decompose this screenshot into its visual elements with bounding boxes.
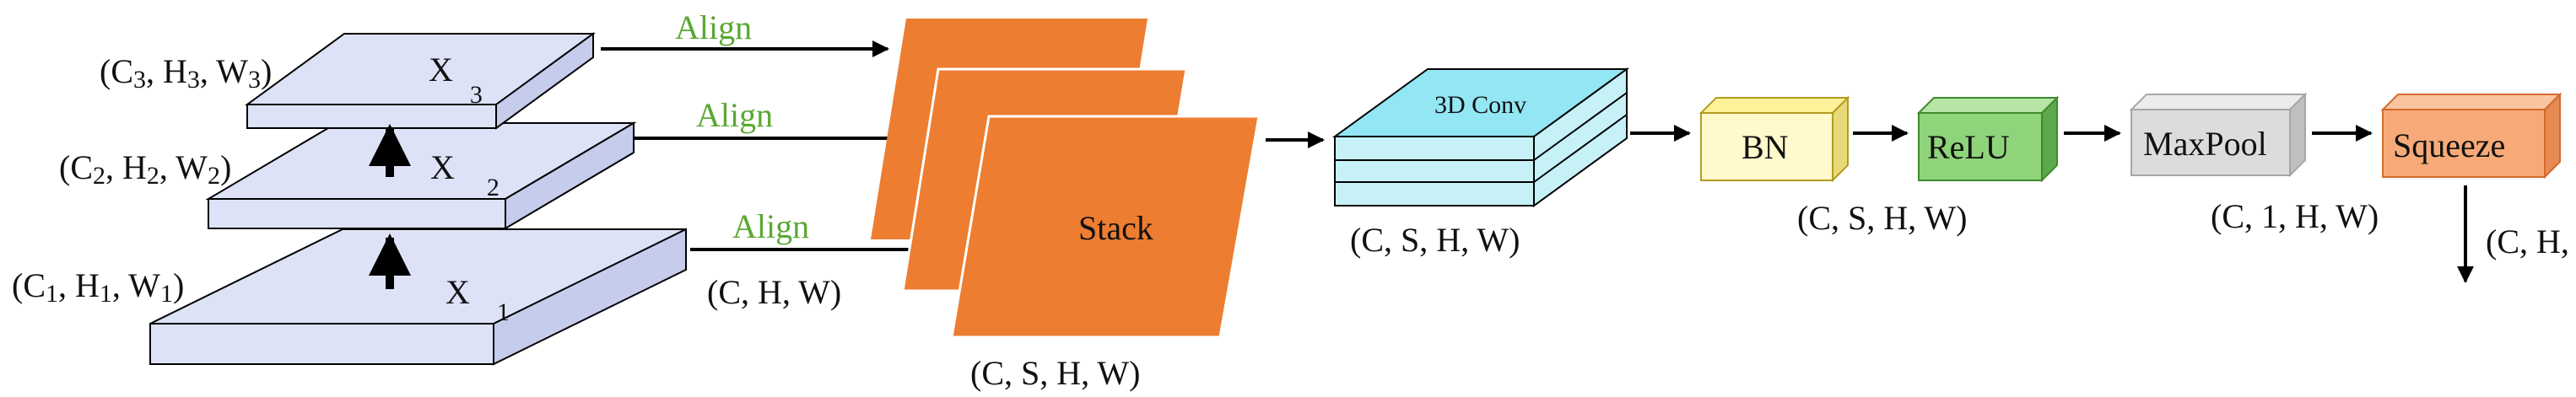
plate-x1-side [493, 228, 687, 366]
align-label-x1: Align [732, 207, 809, 245]
maxpool-label: MaxPool [2143, 125, 2267, 163]
conv3d-layer-2 [1334, 159, 1535, 183]
align-label-x3: Align [675, 8, 752, 46]
bn-side [1832, 95, 1849, 183]
plate-x3-label: X3 [429, 51, 483, 109]
maxpool-shape-label: (C, 1, H, W) [2211, 197, 2379, 235]
plate-x3-shape: (C3, H3, W3) [100, 52, 272, 94]
squeeze-block [2380, 92, 2562, 180]
conv3d-label: 3D Conv [1434, 91, 1526, 119]
squeeze-front [2382, 109, 2546, 178]
squeeze-shape-label: (C, H, W) [2486, 223, 2576, 260]
maxpool-front [2130, 109, 2291, 176]
plate-x1-front [149, 323, 494, 365]
conv3d-side-line-1 [1533, 92, 1628, 161]
align-label-x2: Align [696, 96, 773, 134]
conv3d-side [1533, 67, 1628, 207]
relu-side [2041, 95, 2058, 183]
plate-x2-front [208, 198, 506, 229]
maxpool-top [2129, 94, 2308, 110]
plate-x3-front [246, 104, 497, 129]
squeeze-top [2380, 94, 2562, 110]
conv3d-block [1331, 67, 1630, 207]
feature-plate-x1 [149, 228, 687, 366]
conv3d-shape-label: (C, S, H, W) [1350, 221, 1520, 259]
aligned-shape-label: (C, H, W) [707, 273, 841, 311]
plate-x1-label: X1 [446, 273, 510, 326]
conv3d-layer-3 [1334, 181, 1535, 207]
bn-top [1698, 97, 1850, 114]
relu-top [1916, 97, 2060, 114]
relu-block [1916, 95, 2060, 183]
plate-x2-shape: (C2, H2, W2) [59, 148, 231, 190]
maxpool-side [2289, 92, 2306, 178]
plate-x3-side [495, 32, 594, 130]
maxpool-block [2129, 92, 2308, 178]
feature-plate-x2 [205, 121, 637, 230]
conv3d-layer-1 [1334, 136, 1535, 161]
relu-label: ReLU [1927, 128, 2010, 166]
stack-label: Stack [1078, 209, 1153, 247]
squeeze-label: Squeeze [2393, 126, 2505, 164]
bn-front [1700, 112, 1833, 181]
stack-sheet-front [950, 115, 1261, 339]
plate-x2-side [505, 121, 635, 230]
bn-block [1698, 95, 1850, 183]
stack-shape-label: (C, S, H, W) [970, 354, 1140, 392]
conv3d-side-line-2 [1533, 114, 1628, 183]
relu-shape-label: (C, S, H, W) [1797, 199, 1967, 237]
squeeze-side [2544, 92, 2561, 180]
plate-x2-label: X2 [430, 148, 500, 201]
bn-label: BN [1742, 128, 1789, 166]
feature-plate-x3 [244, 32, 597, 130]
plate-x1-shape: (C1, H1, W1) [12, 266, 184, 308]
